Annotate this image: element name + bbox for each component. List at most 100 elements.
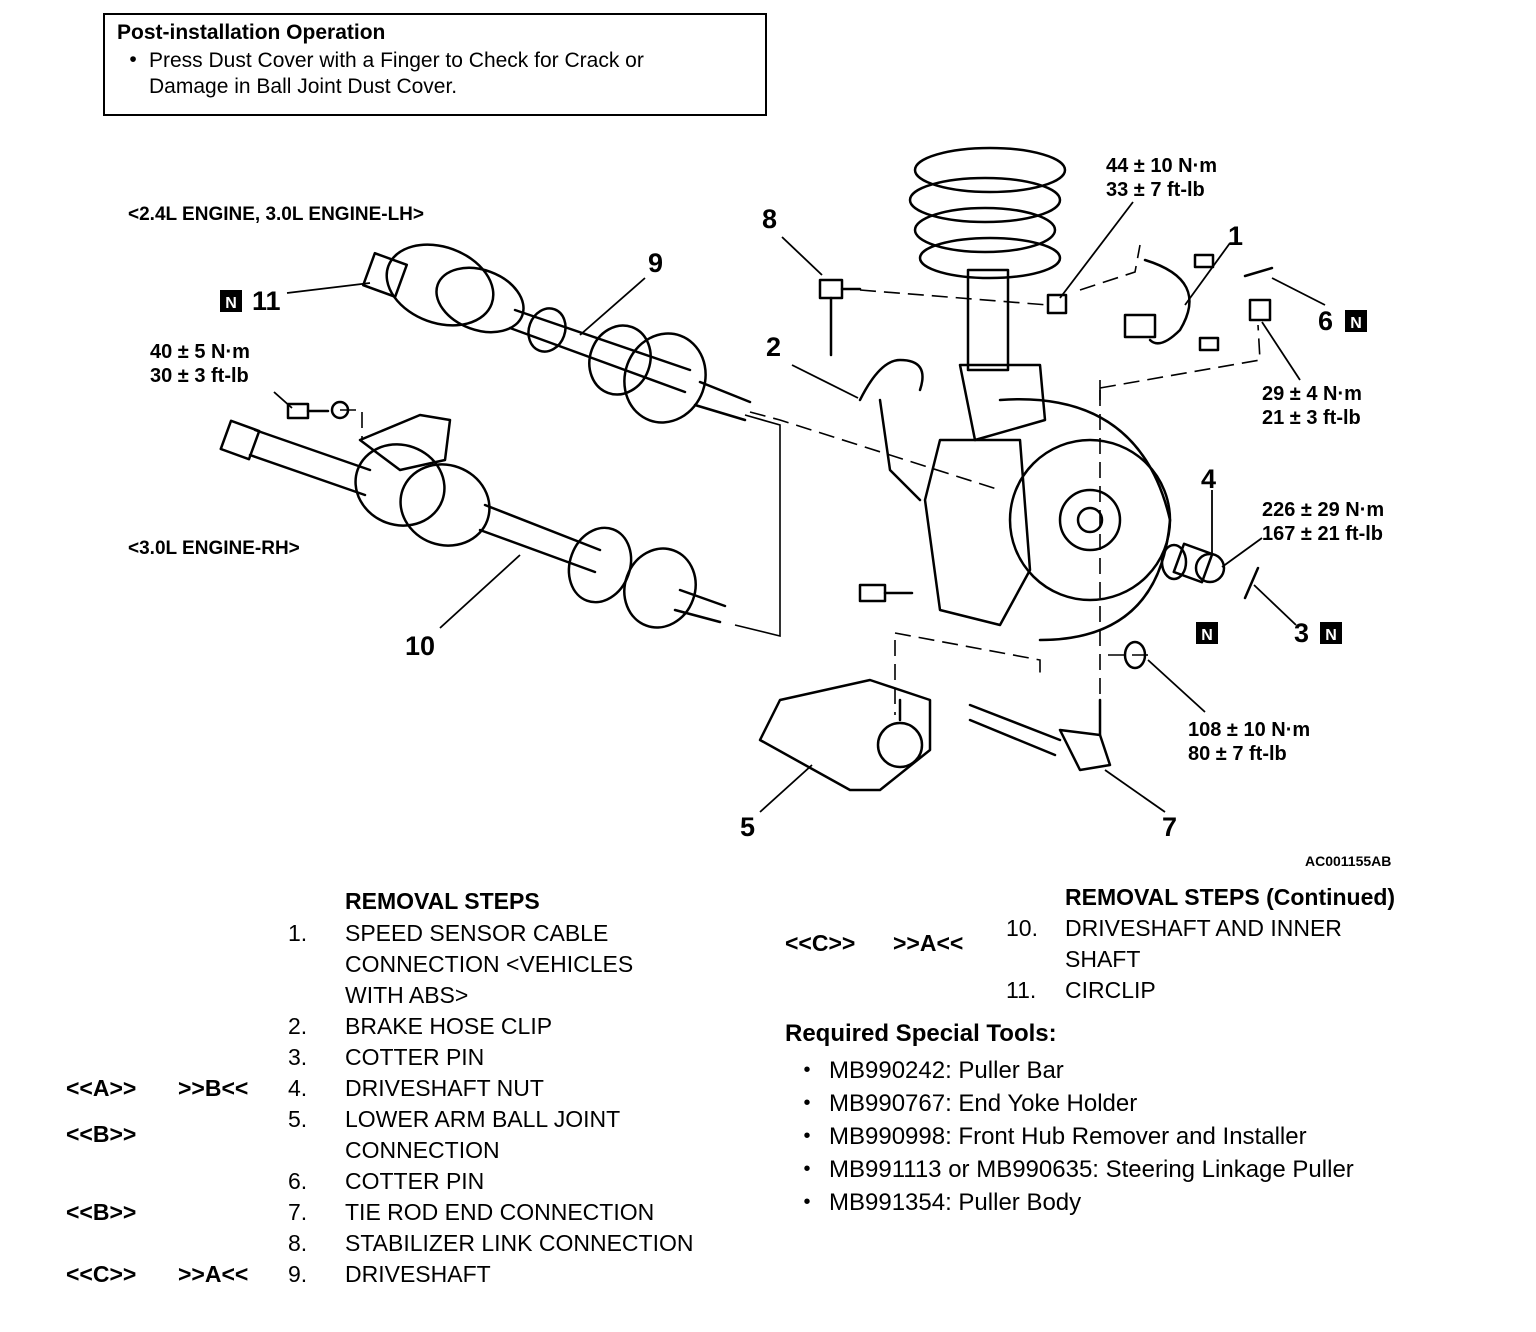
step-text: STABILIZER LINK CONNECTION: [345, 1230, 694, 1256]
engine-rh-label: <3.0L ENGINE-RH>: [128, 538, 300, 559]
callout-11: 11: [252, 286, 281, 316]
callout-10: 10: [405, 631, 435, 661]
removal-code: <<B>>: [66, 1199, 137, 1225]
stabilizer-link: [818, 278, 862, 357]
step-number: 11.: [1006, 977, 1037, 1003]
torque-spec-bracket-bolt: 40 ± 5 N·m 30 ± 3 ft-lb: [150, 341, 250, 387]
bullet-icon: •: [803, 1158, 811, 1180]
torque-spec-tie-rod-nut: 29 ± 4 N·m 21 ± 3 ft-lb: [1262, 383, 1362, 429]
callout-1: 1: [1228, 221, 1243, 251]
removal-code: <<C>>: [785, 930, 856, 956]
install-code: >>B<<: [178, 1075, 249, 1101]
bullet-icon: •: [803, 1125, 811, 1147]
svg-text:N: N: [1325, 627, 1337, 644]
removal-code: <<A>>: [66, 1075, 137, 1101]
note-line-1: Press Dust Cover with a Finger to Check …: [149, 49, 644, 72]
new-part-mark-3: N: [1320, 622, 1342, 644]
new-part-mark-11: N: [220, 290, 242, 312]
step-number: 1.: [288, 920, 308, 946]
note-bullet-line: • Press Dust Cover with a Finger to Chec…: [117, 48, 753, 100]
svg-text:29 ± 4 N·m: 29 ± 4 N·m: [1262, 383, 1362, 405]
engine-lh-label: <2.4L ENGINE, 3.0L ENGINE-LH>: [128, 204, 424, 225]
special-tools: Required Special Tools: • MB990242: Pull…: [785, 1020, 1449, 1219]
tie-rod-end: [968, 698, 1112, 772]
step-text: SHAFT: [1065, 946, 1141, 972]
post-installation-note: Post-installation Operation • Press Dust…: [103, 13, 767, 116]
tool-text: MB990998: Front Hub Remover and Installe…: [829, 1123, 1307, 1150]
install-code: >>A<<: [178, 1261, 249, 1287]
step-number: 8.: [288, 1230, 308, 1256]
step-text: DRIVESHAFT AND INNER: [1065, 915, 1342, 941]
svg-text:21 ± 3 ft-lb: 21 ± 3 ft-lb: [1262, 407, 1361, 429]
driveshaft-lower: [219, 400, 727, 629]
callout-2: 2: [766, 332, 781, 362]
step-text: WITH ABS>: [345, 982, 469, 1008]
step-text: CIRCLIP: [1065, 977, 1156, 1003]
lower-arm: [758, 678, 932, 792]
step-text: TIE ROD END CONNECTION: [345, 1199, 655, 1225]
svg-text:108 ± 10 N·m: 108 ± 10 N·m: [1188, 719, 1310, 741]
new-part-mark-nut: N: [1196, 622, 1218, 644]
knuckle-hub: [923, 398, 1226, 642]
note-title: Post-installation Operation: [117, 21, 386, 44]
step-number: 3.: [288, 1044, 308, 1070]
tool-text: MB990767: End Yoke Holder: [829, 1090, 1138, 1117]
torque-spec-driveshaft-nut: 226 ± 29 N·m 167 ± 21 ft-lb: [1262, 499, 1384, 545]
callout-4: 4: [1201, 464, 1216, 494]
svg-text:N: N: [1201, 627, 1213, 644]
bullet-icon: •: [803, 1059, 811, 1081]
bullet-icon: •: [803, 1092, 811, 1114]
step-number: 5.: [288, 1106, 308, 1132]
svg-text:N: N: [1350, 315, 1362, 332]
callout-5: 5: [740, 812, 755, 842]
bullet-icon: •: [129, 48, 137, 71]
removal-code: <<C>>: [66, 1261, 137, 1287]
svg-text:33 ± 7 ft-lb: 33 ± 7 ft-lb: [1106, 179, 1205, 201]
tool-text: MB990242: Puller Bar: [829, 1057, 1064, 1084]
small-parts: [858, 266, 1274, 670]
svg-text:N: N: [225, 295, 237, 312]
svg-text:80 ± 7 ft-lb: 80 ± 7 ft-lb: [1188, 743, 1287, 765]
step-text: COTTER PIN: [345, 1044, 485, 1070]
svg-text:30 ± 3 ft-lb: 30 ± 3 ft-lb: [150, 365, 249, 387]
callout-8: 8: [762, 204, 777, 234]
note-line-2: Damage in Ball Joint Dust Cover.: [149, 75, 458, 98]
step-number: 7.: [288, 1199, 308, 1225]
tool-item: • MB991113 or MB990635: Steering Linkage…: [785, 1153, 1449, 1186]
torque-spec-ball-joint-nut: 108 ± 10 N·m 80 ± 7 ft-lb: [1188, 719, 1310, 765]
tool-item: • MB990767: End Yoke Holder: [785, 1087, 1449, 1120]
tool-item: • MB990998: Front Hub Remover and Instal…: [785, 1120, 1449, 1153]
step-text: DRIVESHAFT NUT: [345, 1075, 544, 1101]
driveshaft-upper: [361, 243, 752, 424]
removal-steps-header: REMOVAL STEPS: [345, 888, 540, 914]
tool-text: MB991354: Puller Body: [829, 1189, 1082, 1216]
tool-text: MB991113 or MB990635: Steering Linkage P…: [829, 1156, 1354, 1183]
step-text: BRAKE HOSE CLIP: [345, 1013, 553, 1039]
torque-spec-strut-nut: 44 ± 10 N·m 33 ± 7 ft-lb: [1106, 155, 1217, 201]
special-tools-title: Required Special Tools:: [785, 1020, 1057, 1047]
callout-9: 9: [648, 248, 663, 278]
step-text: CONNECTION: [345, 1137, 500, 1163]
step-number: 2.: [288, 1013, 308, 1039]
step-number: 9.: [288, 1261, 308, 1287]
figure-code: AC001155AB: [1305, 853, 1391, 869]
step-text: SPEED SENSOR CABLE: [345, 920, 609, 946]
svg-text:44 ± 10 N·m: 44 ± 10 N·m: [1106, 155, 1217, 177]
step-text: COTTER PIN: [345, 1168, 485, 1194]
svg-text:40 ± 5 N·m: 40 ± 5 N·m: [150, 341, 250, 363]
speed-sensor: [1123, 253, 1220, 352]
strut-assembly: [908, 146, 1067, 442]
step-number: 4.: [288, 1075, 308, 1101]
install-code: >>A<<: [893, 930, 964, 956]
step-number: 6.: [288, 1168, 308, 1194]
brake-hose: [858, 358, 924, 502]
note-text: Press Dust Cover with a Finger to Check …: [149, 48, 753, 100]
callout-3: 3: [1294, 618, 1309, 648]
new-part-mark-6: N: [1345, 310, 1367, 332]
removal-code: <<B>>: [66, 1121, 137, 1147]
step-text: DRIVESHAFT: [345, 1261, 491, 1287]
callout-7: 7: [1162, 812, 1177, 842]
step-number: 10.: [1006, 915, 1038, 941]
step-text: CONNECTION <VEHICLES: [345, 951, 634, 977]
